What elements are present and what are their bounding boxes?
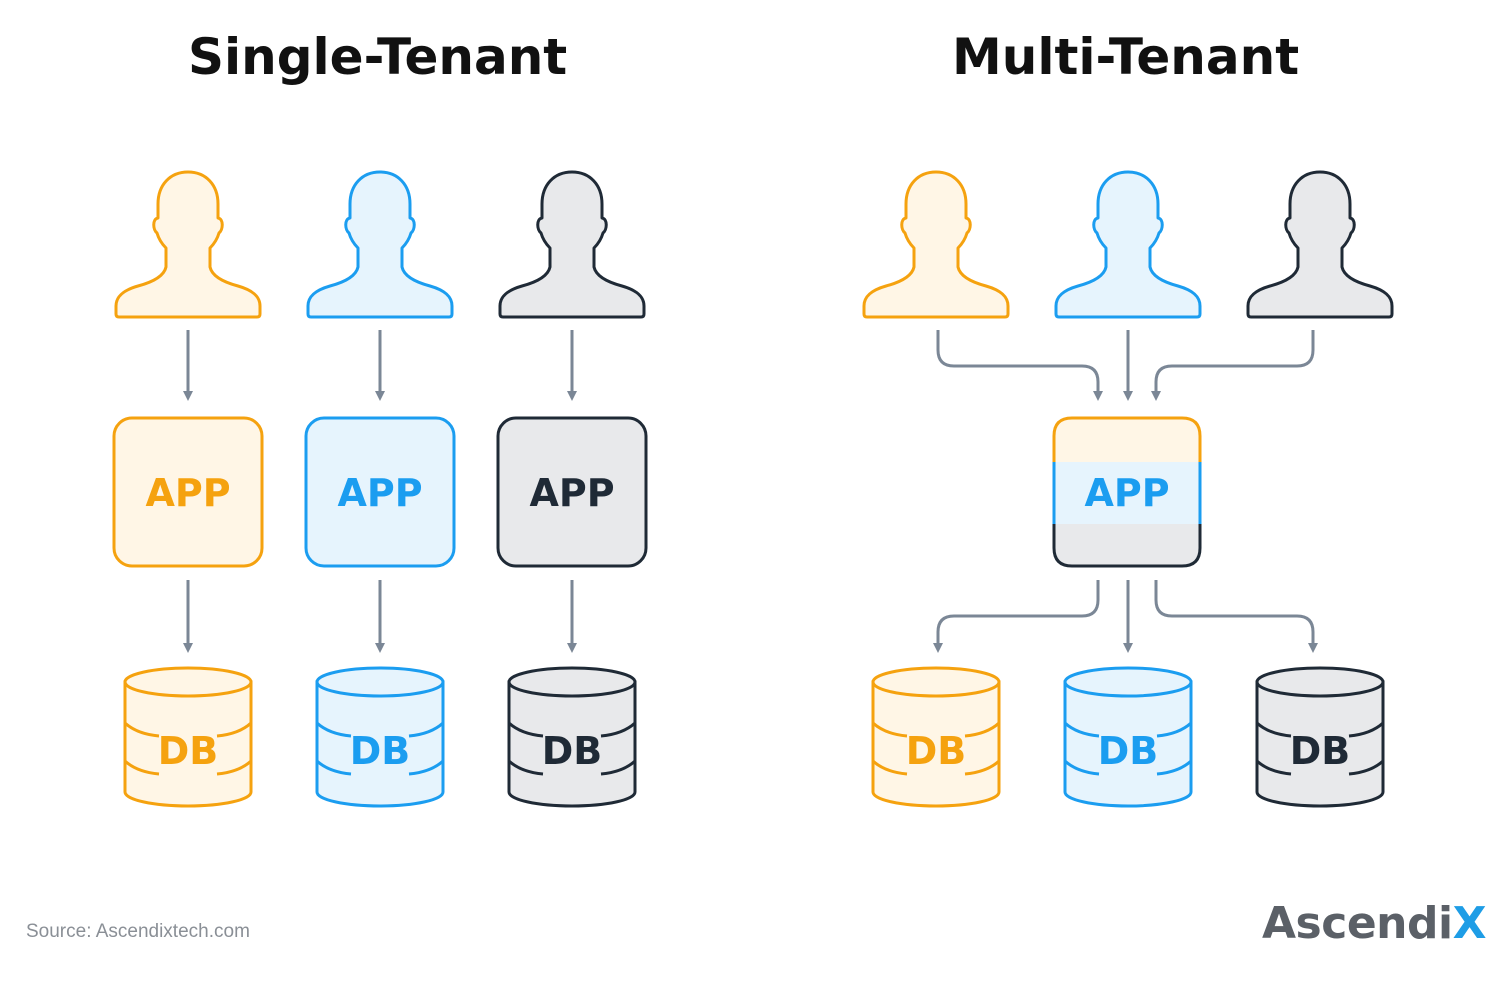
app-border-dark — [1052, 524, 1202, 568]
person-icon — [114, 170, 262, 319]
person-icon — [862, 170, 1010, 319]
multi-arrow-user1-app — [936, 330, 1103, 401]
db-band-left — [507, 721, 544, 738]
multi-tenant-user-3 — [1246, 170, 1394, 319]
db-band-right — [1156, 721, 1193, 738]
db-top — [315, 666, 445, 698]
single-tenant-db-2: DB — [315, 666, 445, 808]
single-tenant-app-2: APP — [304, 416, 456, 568]
person-icon — [1246, 170, 1394, 319]
single-tenant-db-1: DB — [123, 666, 253, 808]
db-top — [507, 666, 637, 698]
db-band-left — [1255, 721, 1292, 738]
db-band-left — [123, 721, 160, 738]
db-band-left — [871, 721, 908, 738]
logo-text: Ascendi — [1262, 898, 1453, 949]
source-caption: Source: Ascendixtech.com — [26, 921, 250, 942]
db-band-left — [1063, 759, 1100, 776]
db-band-right — [1156, 759, 1193, 776]
multi-arrow-user3-app — [1151, 330, 1315, 401]
db-band-right — [216, 721, 253, 738]
single-tenant-app-3: APP — [496, 416, 648, 568]
multi-tenant-title: Multi-Tenant — [952, 28, 1300, 86]
multi-arrow-app-db3 — [1154, 580, 1318, 653]
db-band-left — [507, 759, 544, 776]
logo-accent: X — [1452, 898, 1487, 949]
single-tenant-app-1: APP — [112, 416, 264, 568]
multi-tenant-user-1 — [862, 170, 1010, 319]
db-band-left — [1255, 759, 1292, 776]
single-tenant-user-1 — [114, 170, 262, 319]
db-band-left — [1063, 721, 1100, 738]
db-band-left — [315, 759, 352, 776]
db-label: DB — [906, 729, 967, 773]
db-band-right — [600, 759, 637, 776]
db-band-right — [216, 759, 253, 776]
app-border-orange — [1052, 416, 1202, 462]
db-band-right — [1348, 721, 1385, 738]
db-label: DB — [158, 729, 219, 773]
db-band-right — [964, 759, 1001, 776]
ascendix-logo: AscendiX — [1262, 898, 1487, 949]
person-icon — [306, 170, 454, 319]
app-border-blue — [1052, 462, 1202, 524]
multi-tenant-user-2 — [1054, 170, 1202, 319]
app-label: APP — [529, 471, 614, 515]
db-band-left — [123, 759, 160, 776]
db-label: DB — [350, 729, 411, 773]
multi-tenant-shared-app: APP — [1052, 416, 1202, 568]
db-top — [1063, 666, 1193, 698]
multi-arrow-app-db1 — [933, 580, 1100, 653]
single-tenant-user-3 — [498, 170, 646, 319]
app-label: APP — [337, 471, 422, 515]
app-box — [496, 416, 648, 568]
db-band-right — [408, 759, 445, 776]
db-top — [1255, 666, 1385, 698]
db-label: DB — [1290, 729, 1351, 773]
db-band-right — [600, 721, 637, 738]
single-tenant-db-3: DB — [507, 666, 637, 808]
app-band-blue — [1054, 462, 1200, 524]
multi-tenant-db-3: DB — [1255, 666, 1385, 808]
db-band-right — [408, 721, 445, 738]
app-box — [304, 416, 456, 568]
person-icon — [498, 170, 646, 319]
db-band-left — [315, 721, 352, 738]
db-label: DB — [542, 729, 603, 773]
db-top — [871, 666, 1001, 698]
multi-tenant-db-1: DB — [871, 666, 1001, 808]
single-tenant-title: Single-Tenant — [188, 28, 568, 86]
multi-tenant-db-2: DB — [1063, 666, 1193, 808]
db-band-right — [1348, 759, 1385, 776]
person-icon — [1054, 170, 1202, 319]
db-band-right — [964, 721, 1001, 738]
app-band-orange — [1054, 418, 1200, 462]
db-band-left — [871, 759, 908, 776]
app-band-dark — [1054, 524, 1200, 566]
db-top — [123, 666, 253, 698]
single-tenant-user-2 — [306, 170, 454, 319]
app-label: APP — [1084, 471, 1169, 515]
app-label: APP — [145, 471, 230, 515]
db-label: DB — [1098, 729, 1159, 773]
app-box — [112, 416, 264, 568]
